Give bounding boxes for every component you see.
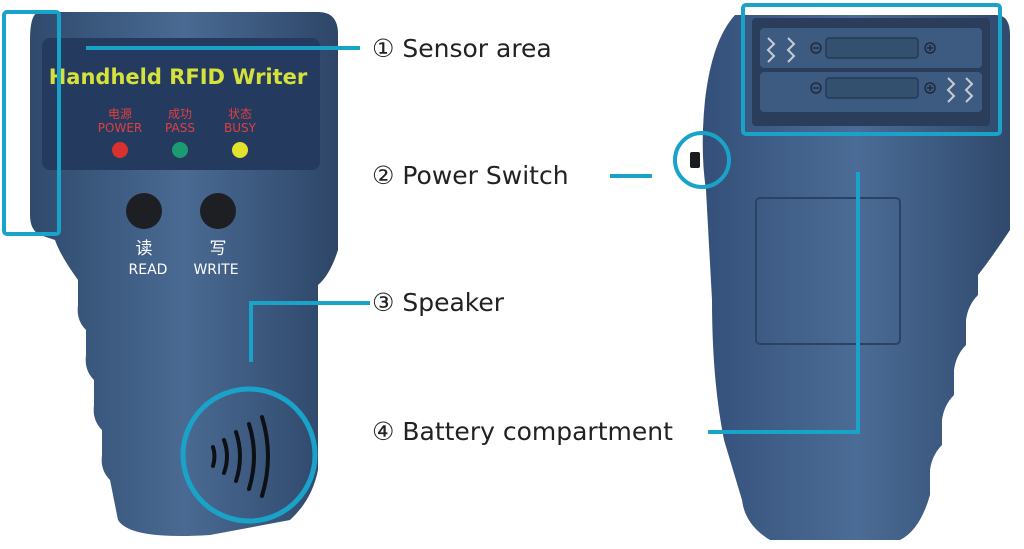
indicator-power-led: [112, 142, 128, 158]
device-front: Handheld RFID Writer 电源 POWER 成功 PASS 状态…: [30, 12, 338, 536]
indicator-pass-en: PASS: [165, 121, 195, 135]
callout-power-switch: ② Power Switch: [372, 161, 569, 190]
indicator-pass: 成功 PASS: [165, 107, 195, 158]
write-button-en: WRITE: [193, 262, 238, 278]
read-button[interactable]: 读 READ: [126, 193, 167, 278]
indicator-power: 电源 POWER: [98, 107, 142, 158]
write-button-cn: 写: [210, 239, 227, 259]
speaker-leader: [249, 301, 370, 362]
indicator-power-cn: 电源: [108, 107, 132, 121]
device-front-title: Handheld RFID Writer: [49, 65, 308, 89]
callout-speaker: ③ Speaker: [372, 288, 505, 317]
indicator-power-en: POWER: [98, 121, 142, 135]
write-button[interactable]: 写 WRITE: [193, 193, 239, 278]
battery-compartment-highlight: [741, 3, 1002, 136]
callout-battery-compartment: ④ Battery compartment: [372, 417, 673, 446]
indicator-busy-led: [232, 142, 248, 158]
read-button-en: READ: [129, 262, 168, 278]
battery-spring-icon: [766, 37, 974, 103]
indicator-busy: 状态 BUSY: [224, 107, 257, 158]
battery-polarity-icon: [810, 42, 936, 94]
battery-compartment-leader: [708, 172, 860, 434]
indicator-busy-cn: 状态: [228, 107, 252, 121]
speaker-icon: [211, 415, 270, 498]
callout-sensor-area: ① Sensor area: [372, 34, 552, 63]
battery-compartment: [752, 18, 990, 126]
write-button-cap[interactable]: [200, 193, 236, 229]
device-back-label-recess: [755, 197, 901, 345]
read-button-cn: 读: [136, 239, 153, 259]
power-switch-highlight: [673, 131, 731, 189]
read-button-cap[interactable]: [126, 193, 162, 229]
indicator-pass-cn: 成功: [168, 107, 192, 121]
indicator-busy-en: BUSY: [224, 121, 257, 135]
indicator-pass-led: [172, 142, 188, 158]
device-front-panel: [42, 38, 320, 170]
sensor-area-highlight: [2, 10, 61, 236]
speaker-highlight: [180, 386, 318, 524]
power-switch[interactable]: [690, 152, 700, 168]
